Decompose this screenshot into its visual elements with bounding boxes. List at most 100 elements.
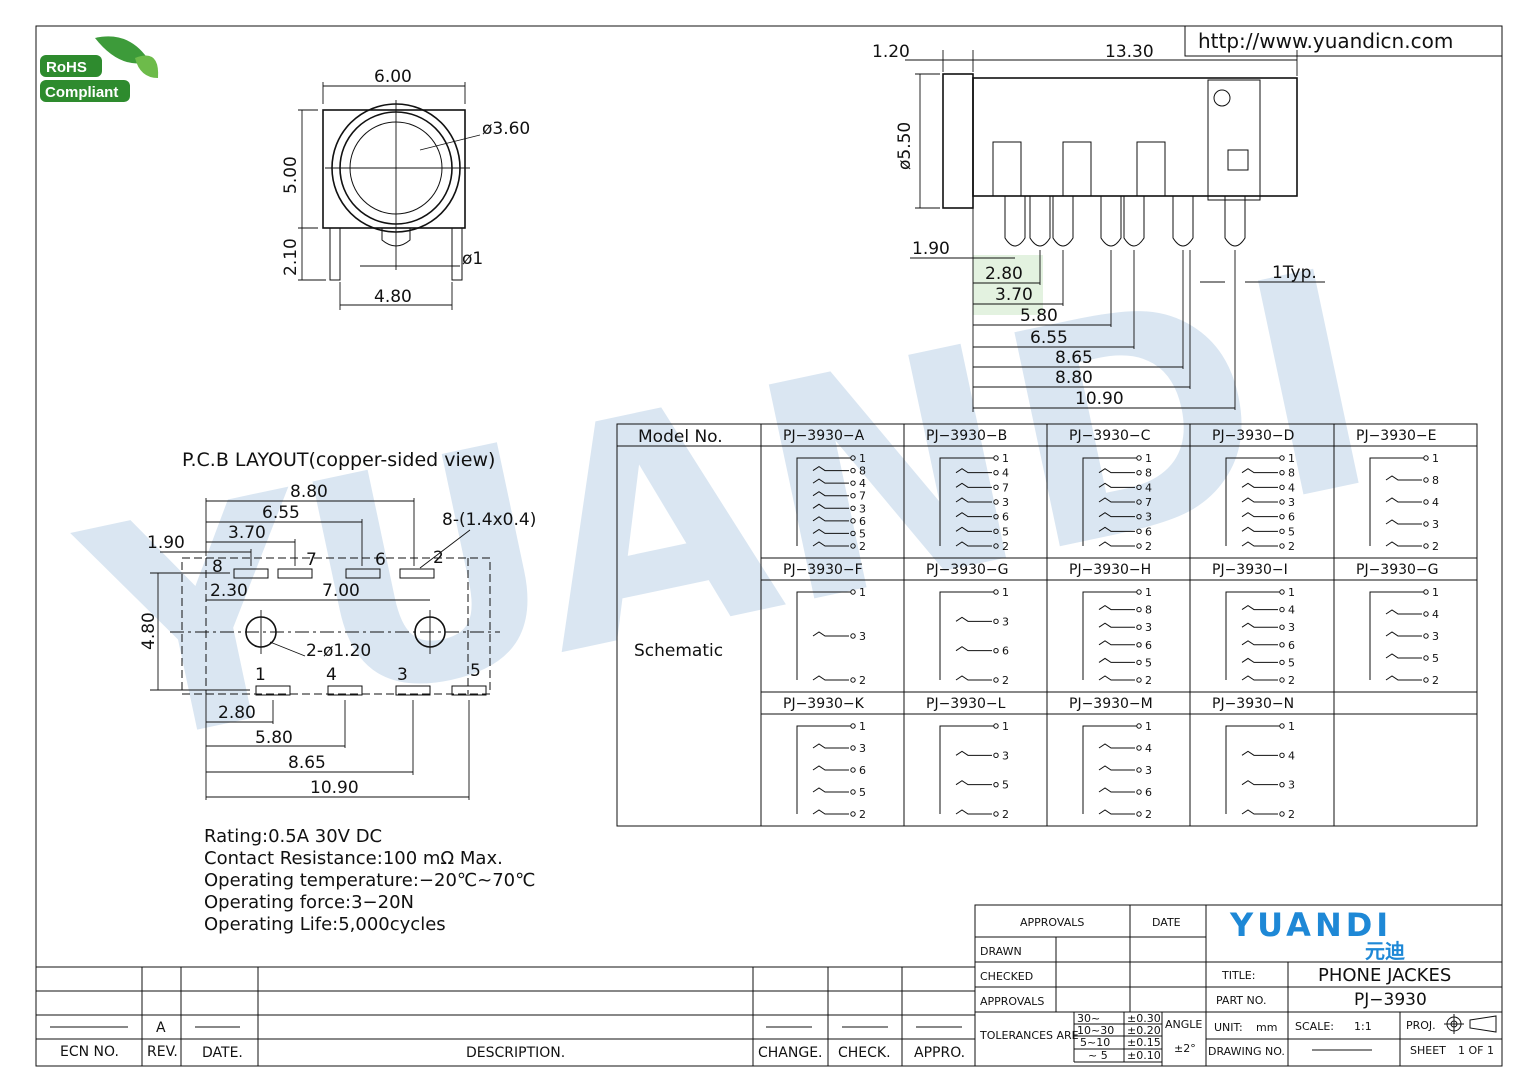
pin-number: 5 (859, 786, 866, 799)
svg-text:5.80: 5.80 (1020, 306, 1058, 326)
svg-text:A: A (156, 1020, 166, 1036)
svg-text:Contact Resistance:100 mΩ M: Contact Resistance:100 mΩ Max. (204, 848, 503, 869)
svg-text:1:1: 1:1 (1354, 1020, 1372, 1033)
svg-text:DRAWING NO.: DRAWING NO. (1208, 1045, 1285, 1058)
svg-text:±0.20: ±0.20 (1127, 1024, 1161, 1037)
svg-text:4: 4 (326, 665, 337, 685)
pin-number: 2 (859, 808, 866, 821)
svg-text:5~10: 5~10 (1080, 1036, 1110, 1049)
svg-text:4.80: 4.80 (139, 612, 159, 650)
pin-number: 2 (1432, 540, 1439, 553)
svg-text:±2°: ±2° (1174, 1042, 1196, 1055)
svg-text:DATE: DATE (1152, 916, 1181, 929)
pin-number: 2 (859, 540, 866, 553)
svg-text:7.00: 7.00 (322, 581, 360, 601)
pin-number: 1 (859, 720, 866, 733)
pin-number: 3 (1432, 518, 1439, 531)
pin-number: 8 (1145, 467, 1152, 480)
svg-text:Operating temperature:−20℃~70: Operating temperature:−20℃~70℃ (204, 870, 535, 891)
side-dim-stack: 2.80 3.70 5.80 6.55 8.65 8.80 10.90 (973, 250, 1236, 410)
pin-number: 6 (859, 515, 866, 528)
svg-text:DRAWN: DRAWN (980, 945, 1022, 958)
svg-text:Schematic: Schematic (634, 641, 723, 661)
svg-text:10~30: 10~30 (1077, 1024, 1114, 1037)
svg-text:RoHS: RoHS (46, 59, 87, 76)
pin-number: 3 (859, 742, 866, 755)
pin-number: 5 (1002, 525, 1009, 538)
pin-number: 5 (859, 527, 866, 540)
pin-number: 1 (859, 452, 866, 465)
sheet-border (35, 25, 1503, 1067)
pin-number: 6 (1145, 786, 1152, 799)
svg-text:YUANDI: YUANDI (1229, 906, 1392, 944)
url-box[interactable]: http://www.yuandicn.com (1184, 25, 1503, 57)
svg-text:5.00: 5.00 (281, 156, 301, 194)
revision-block: A ECN NO. REV. DATE. DESCRIPTION. CHANGE… (36, 966, 975, 1066)
svg-text:APPRO.: APPRO. (914, 1045, 965, 1061)
pin-number: 5 (1002, 779, 1009, 792)
svg-text:P.C.B LAYOUT(copper-sided view: P.C.B LAYOUT(copper-sided view) (182, 449, 495, 471)
pin-number: 1 (1145, 452, 1152, 465)
pin-number: 1 (1145, 586, 1152, 599)
pcb-layout: P.C.B LAYOUT(copper-sided view) 8 7 6 2 … (139, 449, 536, 800)
svg-text:8-(1.4x0.4): 8-(1.4x0.4) (442, 510, 536, 530)
svg-text:13.30: 13.30 (1105, 42, 1154, 62)
svg-text:3.70: 3.70 (995, 285, 1033, 305)
svg-text:APPROVALS: APPROVALS (1020, 916, 1084, 929)
svg-text:1Typ.: 1Typ. (1272, 263, 1317, 283)
svg-text:TOLERANCES ARE: TOLERANCES ARE (979, 1029, 1079, 1042)
svg-text:PROJ.: PROJ. (1406, 1019, 1436, 1032)
svg-text:PART NO.: PART NO. (1216, 994, 1266, 1007)
svg-text:1.90: 1.90 (147, 533, 185, 553)
pin-number: 3 (859, 630, 866, 643)
rohs-badge: RoHS Compliant (40, 36, 159, 102)
svg-text:CHECK.: CHECK. (838, 1045, 891, 1061)
pin-number: 1 (1002, 452, 1009, 465)
model-name: PJ−3930−B (926, 428, 1007, 444)
svg-text:Compliant: Compliant (45, 84, 118, 101)
pin-number: 4 (1432, 496, 1439, 509)
model-name: PJ−3930−G (1356, 562, 1439, 578)
model-name: PJ−3930−F (783, 562, 863, 578)
svg-text:±0.30: ±0.30 (1127, 1012, 1161, 1025)
svg-text:4.80: 4.80 (374, 287, 412, 307)
svg-text:8.65: 8.65 (288, 753, 326, 773)
svg-text:元迪: 元迪 (1365, 939, 1405, 963)
pin-number: 2 (1288, 674, 1295, 687)
svg-text:1.20: 1.20 (872, 42, 910, 62)
model-name: PJ−3930−C (1069, 428, 1151, 444)
pin-number: 1 (1145, 720, 1152, 733)
svg-text:3.70: 3.70 (228, 523, 266, 543)
svg-text:Operating Life:5,000cycles: Operating Life:5,000cycles (204, 914, 446, 935)
model-table: Model No. Schematic PJ−3930−A18473652PJ−… (616, 423, 1478, 827)
model-name: PJ−3930−A (783, 428, 865, 444)
svg-text:2.80: 2.80 (985, 264, 1023, 284)
pin-number: 3 (1145, 764, 1152, 777)
svg-text:2: 2 (433, 548, 444, 568)
svg-text:TITLE:: TITLE: (1221, 969, 1255, 982)
pin-number: 4 (1288, 749, 1295, 762)
svg-text:1 OF 1: 1 OF 1 (1458, 1044, 1494, 1057)
pin-number: 3 (1288, 496, 1295, 509)
spec-list: Rating:0.5A 30V DC Contact Resistance:10… (204, 826, 535, 935)
pin-number: 4 (1002, 467, 1009, 480)
pin-number: 3 (859, 502, 866, 515)
svg-text:PHONE JACKES: PHONE JACKES (1318, 965, 1451, 986)
pin-number: 2 (1002, 540, 1009, 553)
svg-text:SHEET: SHEET (1410, 1044, 1446, 1057)
svg-text:5: 5 (470, 661, 481, 681)
pin-number: 4 (1288, 481, 1295, 494)
pin-number: 2 (1288, 808, 1295, 821)
svg-text:Operating force:3−20N: Operating force:3−20N (204, 892, 414, 913)
pin-number: 3 (1002, 615, 1009, 628)
svg-text:8.65: 8.65 (1055, 348, 1093, 368)
pin-number: 7 (859, 490, 866, 503)
pin-number: 3 (1288, 621, 1295, 634)
pin-number: 1 (1002, 586, 1009, 599)
